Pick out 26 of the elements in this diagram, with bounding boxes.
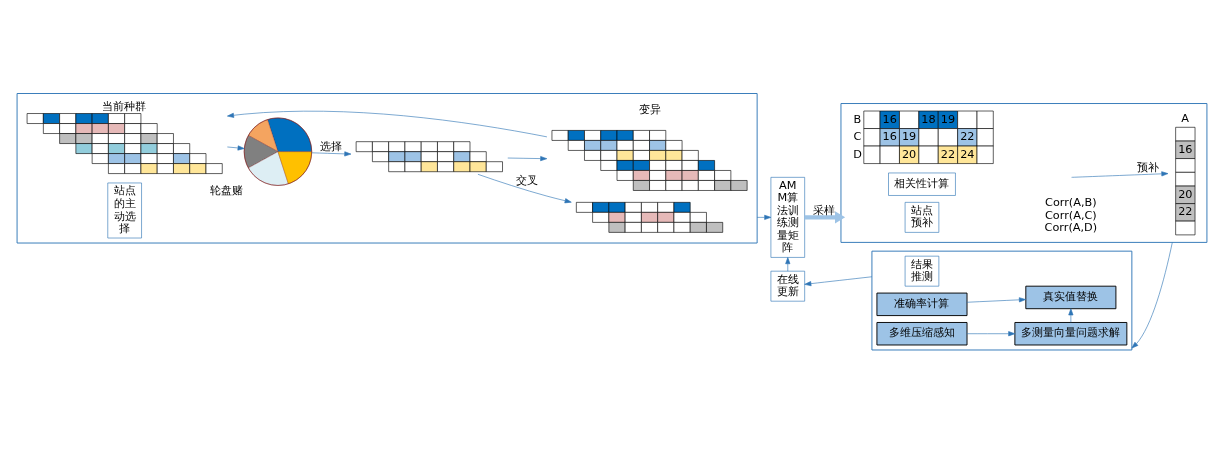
label: 变异 [638, 102, 661, 116]
label: 16 [882, 112, 897, 126]
label: Corr(A,D) [1044, 220, 1098, 234]
label: 24 [960, 147, 975, 161]
label: Corr(A,C) [1045, 208, 1097, 222]
label: 18 [921, 112, 936, 126]
edge-label: 选择 [320, 139, 343, 153]
label: 19 [901, 129, 917, 143]
label: D [853, 147, 862, 161]
label: Corr(A,B) [1045, 195, 1097, 209]
label: 20 [901, 147, 917, 161]
label: 22 [1178, 204, 1193, 218]
label: B [853, 112, 862, 126]
node-text: 当前种群 [101, 99, 146, 113]
edge-label: 采样 [813, 203, 836, 217]
label: 16 [882, 129, 897, 143]
label: 20 [1178, 187, 1193, 201]
label: 19 [940, 112, 956, 126]
label: 16 [1178, 142, 1193, 156]
edge-label: 交叉 [516, 173, 539, 187]
node-label: A [1181, 111, 1189, 125]
label: C [853, 129, 862, 143]
edge-label: 预补 [1137, 160, 1160, 174]
label: 22 [940, 147, 956, 161]
node-label: 轮盘赌 [210, 183, 244, 197]
label: 22 [960, 129, 975, 143]
